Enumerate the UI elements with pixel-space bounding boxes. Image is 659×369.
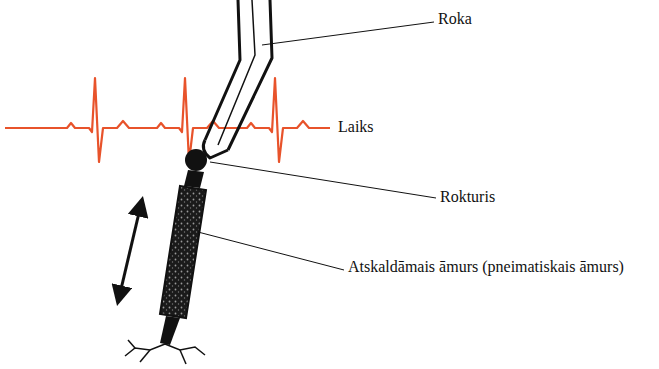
motion-arrow (118, 200, 142, 302)
ground-cracks (125, 340, 205, 364)
hammer-label: Atskaldāmais āmurs (pneimatiskais āmurs) (348, 258, 624, 276)
arm-label: Roka (438, 10, 472, 28)
hammer-body (160, 170, 206, 345)
arm-outline (203, 0, 272, 158)
leader-lines (198, 22, 436, 270)
handle-label: Rokturis (440, 188, 495, 206)
time-label: Laiks (338, 118, 374, 136)
time-waveform (5, 78, 330, 162)
handle-ball (185, 149, 207, 171)
